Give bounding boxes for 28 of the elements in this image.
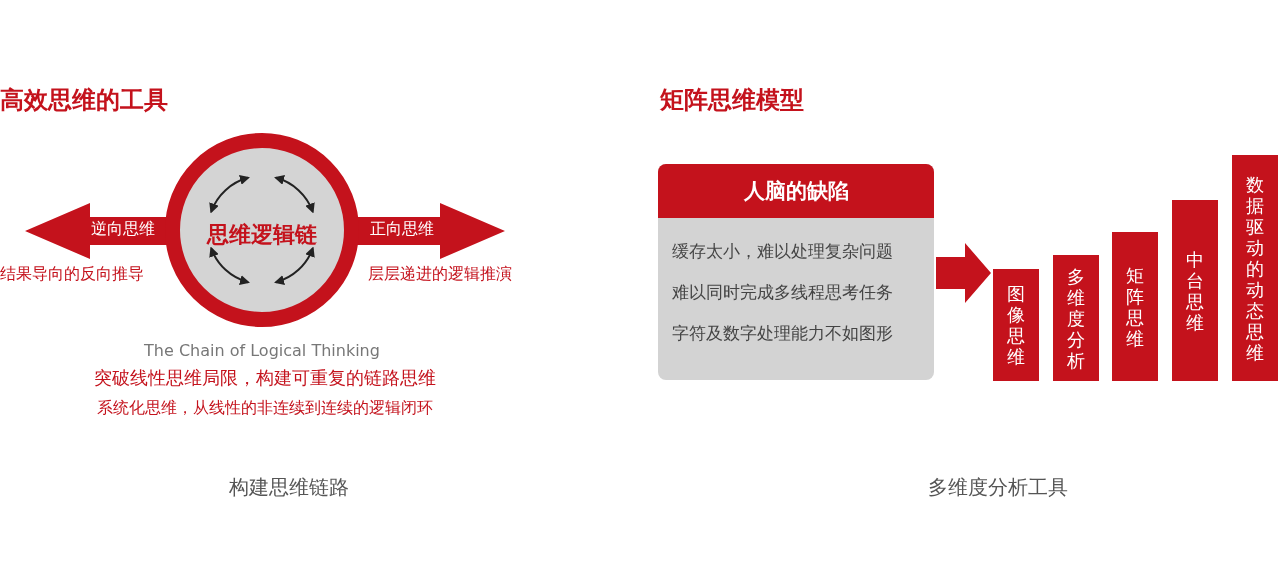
card-text: 缓存太小，难以处理复杂问题 bbox=[672, 240, 893, 263]
section-heading: 矩阵思维模型 bbox=[660, 85, 804, 116]
bar bbox=[1172, 200, 1218, 381]
bar-label: 图像思维 bbox=[1007, 283, 1025, 367]
info-card bbox=[658, 164, 934, 380]
caption: 构建思维链路 bbox=[229, 474, 349, 501]
bar-label: 数据驱动的动态思维 bbox=[1246, 173, 1264, 363]
subtitle: The Chain of Logical Thinking bbox=[144, 341, 380, 360]
card-text: 难以同时完成多线程思考任务 bbox=[672, 281, 893, 304]
block-arrow bbox=[936, 243, 991, 303]
bar bbox=[993, 269, 1039, 381]
node-title: 思维逻辑链 bbox=[205, 221, 318, 249]
bar-label: 矩阵思维 bbox=[1126, 264, 1144, 349]
tagline: 突破线性思维局限，构建可重复的链路思维 bbox=[94, 366, 436, 390]
bar bbox=[1053, 255, 1099, 381]
bar bbox=[1112, 232, 1158, 381]
bar-label: 中台思维 bbox=[1186, 248, 1204, 333]
bar bbox=[1232, 155, 1278, 381]
description-text: 层层递进的逻辑推演 bbox=[368, 264, 512, 285]
description-text: 结果导向的反向推导 bbox=[0, 264, 144, 285]
tagline: 系统化思维，从线性的非连续到连续的逻辑闭环 bbox=[97, 398, 433, 419]
arrow-label: 逆向思维 bbox=[91, 219, 155, 240]
arrow-label: 正向思维 bbox=[370, 219, 434, 240]
card-text: 字符及数字处理能力不如图形 bbox=[672, 322, 893, 345]
caption: 多维度分析工具 bbox=[928, 474, 1068, 501]
section-heading: 高效思维的工具 bbox=[0, 85, 168, 116]
bar-label: 多维度分析 bbox=[1067, 265, 1085, 371]
card-heading: 人脑的缺陷 bbox=[658, 164, 934, 218]
